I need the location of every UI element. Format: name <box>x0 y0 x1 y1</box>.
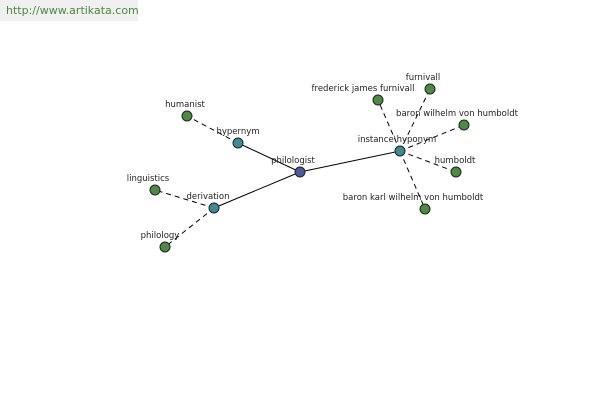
node-label-furnivall[interactable]: furnivall <box>406 73 440 83</box>
node-label-humanist[interactable]: humanist <box>165 100 205 110</box>
edge-philologist-to-derivation <box>213 171 301 209</box>
edge-instance-hyponym-to-furnivall <box>399 88 431 152</box>
node-philology[interactable] <box>159 241 171 253</box>
edge-hypernym-to-humanist <box>186 115 239 144</box>
node-baron-wilhelm-von-humboldt[interactable] <box>458 119 470 131</box>
node-linguistics[interactable] <box>149 184 161 196</box>
edge-philologist-to-hypernym <box>237 142 301 173</box>
node-frederick-james-furnivall[interactable] <box>372 94 384 106</box>
graph-nodes <box>149 83 470 253</box>
node-baron-karl-wilhelm-von-humboldt[interactable] <box>419 203 431 215</box>
edge-instance-hyponym-to-baron-karl-wilhelm-von-humboldt <box>399 150 426 210</box>
edge-instance-hyponym-to-frederick-james-furnivall <box>377 99 401 152</box>
graph-edges <box>154 88 465 248</box>
node-philologist[interactable] <box>294 166 306 178</box>
node-label-frederick-james-furnivall[interactable]: frederick james furnivall <box>312 84 415 94</box>
node-hypernym[interactable] <box>232 137 244 149</box>
edge-philologist-to-instance-hyponym <box>299 150 401 173</box>
watermark-link[interactable]: http://www.artikata.com <box>6 4 139 17</box>
node-label-instance-hyponym[interactable]: instance\hyponym <box>358 135 437 145</box>
node-label-philology[interactable]: philology <box>141 231 180 241</box>
node-label-humboldt[interactable]: humboldt <box>435 156 476 166</box>
node-label-baron-karl-wilhelm-von-humboldt[interactable]: baron karl wilhelm von humboldt <box>343 193 484 203</box>
edge-derivation-to-linguistics <box>154 189 215 209</box>
node-humanist[interactable] <box>181 110 193 122</box>
node-furnivall[interactable] <box>424 83 436 95</box>
node-label-hypernym[interactable]: hypernym <box>216 127 259 137</box>
node-label-linguistics[interactable]: linguistics <box>127 174 170 184</box>
node-label-derivation[interactable]: derivation <box>186 192 229 202</box>
edge-instance-hyponym-to-humboldt <box>399 150 457 173</box>
node-derivation[interactable] <box>208 202 220 214</box>
watermark-bar: http://www.artikata.com <box>0 0 139 21</box>
edge-instance-hyponym-to-baron-wilhelm-von-humboldt <box>399 124 465 152</box>
edge-derivation-to-philology <box>164 207 215 248</box>
node-instance-hyponym[interactable] <box>394 145 406 157</box>
node-label-philologist[interactable]: philologist <box>271 156 315 166</box>
node-label-baron-wilhelm-von-humboldt[interactable]: baron wilhelm von humboldt <box>396 109 519 119</box>
node-humboldt[interactable] <box>450 166 462 178</box>
graph-labels: philologist hypernym derivation instance\hy… <box>127 73 519 241</box>
